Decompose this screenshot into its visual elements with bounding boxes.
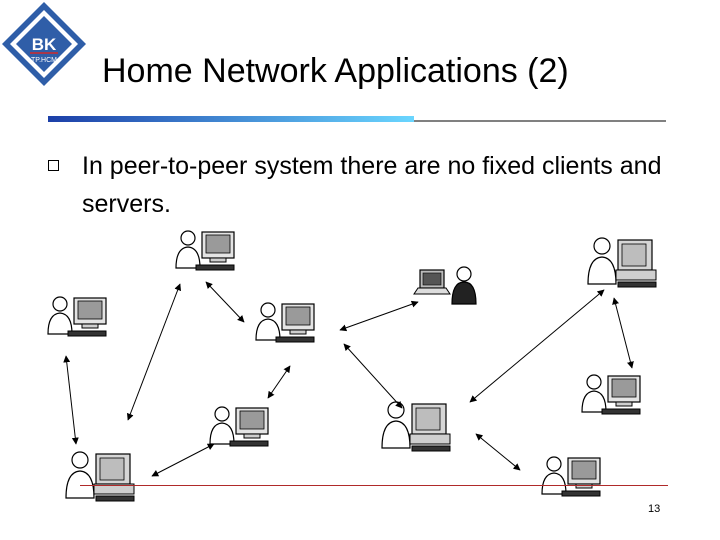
peer-bottom-left: [65, 451, 135, 502]
link-7: [151, 443, 215, 477]
peer-center-right: [381, 401, 451, 452]
bullet-text: In peer-to-peer system there are no fixe…: [82, 152, 662, 218]
link-2: [126, 283, 182, 421]
peer-left: [47, 296, 107, 337]
slide-title: Home Network Applications (2): [102, 52, 569, 90]
peer-center: [255, 302, 315, 343]
logo-city-text: TP.HCM: [31, 57, 57, 64]
footer-rule: [80, 485, 668, 486]
bullet-marker: [48, 160, 59, 171]
link-8: [469, 289, 605, 403]
link-5: [267, 365, 291, 399]
peer-center-low: [209, 406, 269, 447]
peer-top-right: [587, 237, 657, 288]
peer-right: [581, 374, 641, 415]
logo-bk-text: BK: [32, 35, 57, 54]
link-1: [205, 281, 245, 323]
peer-bottom-right: [541, 456, 601, 497]
peer-top-left: [175, 230, 235, 271]
title-underline: [48, 116, 666, 122]
link-4: [339, 300, 419, 332]
link-9: [612, 297, 634, 369]
bk-logo: BK TP.HCM: [2, 2, 86, 86]
link-10: [475, 433, 521, 471]
link-3: [63, 355, 79, 445]
page-number: 13: [648, 503, 661, 515]
peer-laptop: [413, 266, 477, 305]
link-6: [343, 343, 403, 409]
